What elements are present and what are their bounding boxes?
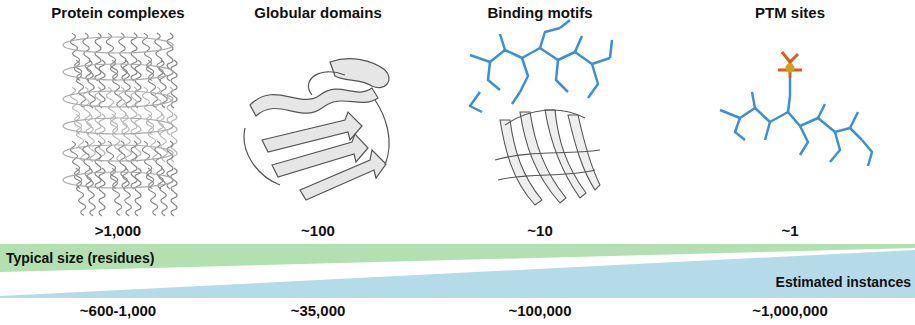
helix-stroke (135, 168, 141, 216)
helix-stroke (86, 60, 96, 108)
helix-stroke (95, 141, 101, 189)
helix-stroke (118, 141, 128, 189)
wedge-fill (0, 250, 915, 298)
size-value: ~100 (301, 222, 335, 239)
instance-count: ~35,000 (291, 302, 346, 319)
helix-stroke (99, 168, 105, 216)
helix-stroke (109, 114, 123, 162)
ring-outline (63, 145, 173, 161)
ring-outline (63, 37, 173, 53)
helix-stroke (171, 168, 177, 216)
ring-outline (63, 64, 173, 80)
helix-stroke (86, 168, 96, 216)
helix-stroke (131, 141, 137, 189)
globular-domain-figure (244, 59, 389, 200)
helix-stroke (118, 33, 128, 81)
column-heading: Protein complexes (51, 4, 184, 21)
ring-outline (63, 91, 173, 107)
instance-count: ~600-1,000 (80, 302, 156, 319)
size-value: ~1 (781, 222, 798, 239)
helix-stroke (82, 141, 92, 189)
size-value: >1,000 (95, 222, 141, 239)
helix-stroke (118, 87, 128, 135)
helix-stroke (86, 114, 96, 162)
helix-stroke (122, 168, 132, 216)
helix-stroke (82, 33, 92, 81)
column-heading: PTM sites (755, 4, 825, 21)
protein-complex-figure (63, 33, 177, 216)
helix-stroke (109, 168, 123, 216)
column-heading: Binding motifs (488, 4, 593, 21)
band-label: Typical size (residues) (6, 250, 154, 266)
helix-stroke (122, 114, 132, 162)
wedge-band: Typical size (residues) (0, 244, 915, 272)
helix-stroke (131, 33, 137, 81)
helix-stroke (122, 60, 132, 108)
binding-motif-figure (470, 20, 612, 205)
helix-stroke (95, 33, 101, 81)
helix-stroke (109, 60, 123, 108)
band-label: Estimated instances (776, 274, 911, 290)
size-value: ~10 (527, 222, 552, 239)
helix-stroke (82, 87, 92, 135)
ring-outline (63, 118, 173, 134)
column-heading: Globular domains (254, 4, 382, 21)
instance-count: ~100,000 (509, 302, 572, 319)
ring-outline (63, 172, 173, 188)
ptm-site-figure (720, 52, 872, 166)
instance-count: ~1,000,000 (752, 302, 828, 319)
helix-stroke (131, 87, 137, 135)
helix-stroke (95, 87, 101, 135)
